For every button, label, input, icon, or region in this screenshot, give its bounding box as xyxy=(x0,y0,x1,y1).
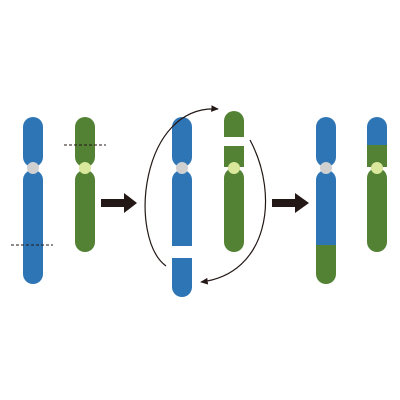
blue-centromere xyxy=(176,162,188,174)
blue-long-arm xyxy=(23,170,43,284)
translocated-blue-segment xyxy=(367,117,387,145)
green-chromosome xyxy=(75,117,95,252)
stage-translocated xyxy=(316,117,387,284)
blue-short-arm xyxy=(23,117,43,167)
green-short-arm-proximal xyxy=(367,145,387,167)
curved-arrow-icon xyxy=(144,105,219,267)
green-long-arm xyxy=(367,168,387,252)
blue-broken-chromosome xyxy=(172,117,192,297)
green-centromere xyxy=(371,162,383,174)
green-long-arm xyxy=(75,170,95,252)
blue-derivative-chromosome xyxy=(316,117,336,284)
green-short-arm-proximal xyxy=(224,146,244,167)
right-arrow-icon xyxy=(272,193,309,213)
green-long-arm xyxy=(224,168,244,252)
translocated-green-segment xyxy=(316,245,336,284)
curved-arrow-icon xyxy=(200,139,267,285)
blue-chromosome xyxy=(23,117,43,284)
green-broken-chromosome xyxy=(224,111,244,252)
blue-long-arm-fragment xyxy=(172,258,192,297)
right-arrow-icon xyxy=(101,193,137,213)
stage-before xyxy=(11,117,106,284)
green-centromere xyxy=(228,162,240,174)
blue-centromere xyxy=(320,162,332,174)
blue-short-arm xyxy=(316,117,336,167)
blue-centromere xyxy=(27,162,39,174)
blue-long-arm-proximal xyxy=(316,170,336,245)
green-centromere xyxy=(79,162,91,174)
green-short-arm xyxy=(75,117,95,167)
blue-long-arm-proximal xyxy=(172,170,192,246)
green-short-arm-fragment xyxy=(224,111,244,137)
blue-short-arm xyxy=(172,117,192,167)
green-derivative-chromosome xyxy=(367,117,387,252)
stage-exchange xyxy=(144,105,267,297)
